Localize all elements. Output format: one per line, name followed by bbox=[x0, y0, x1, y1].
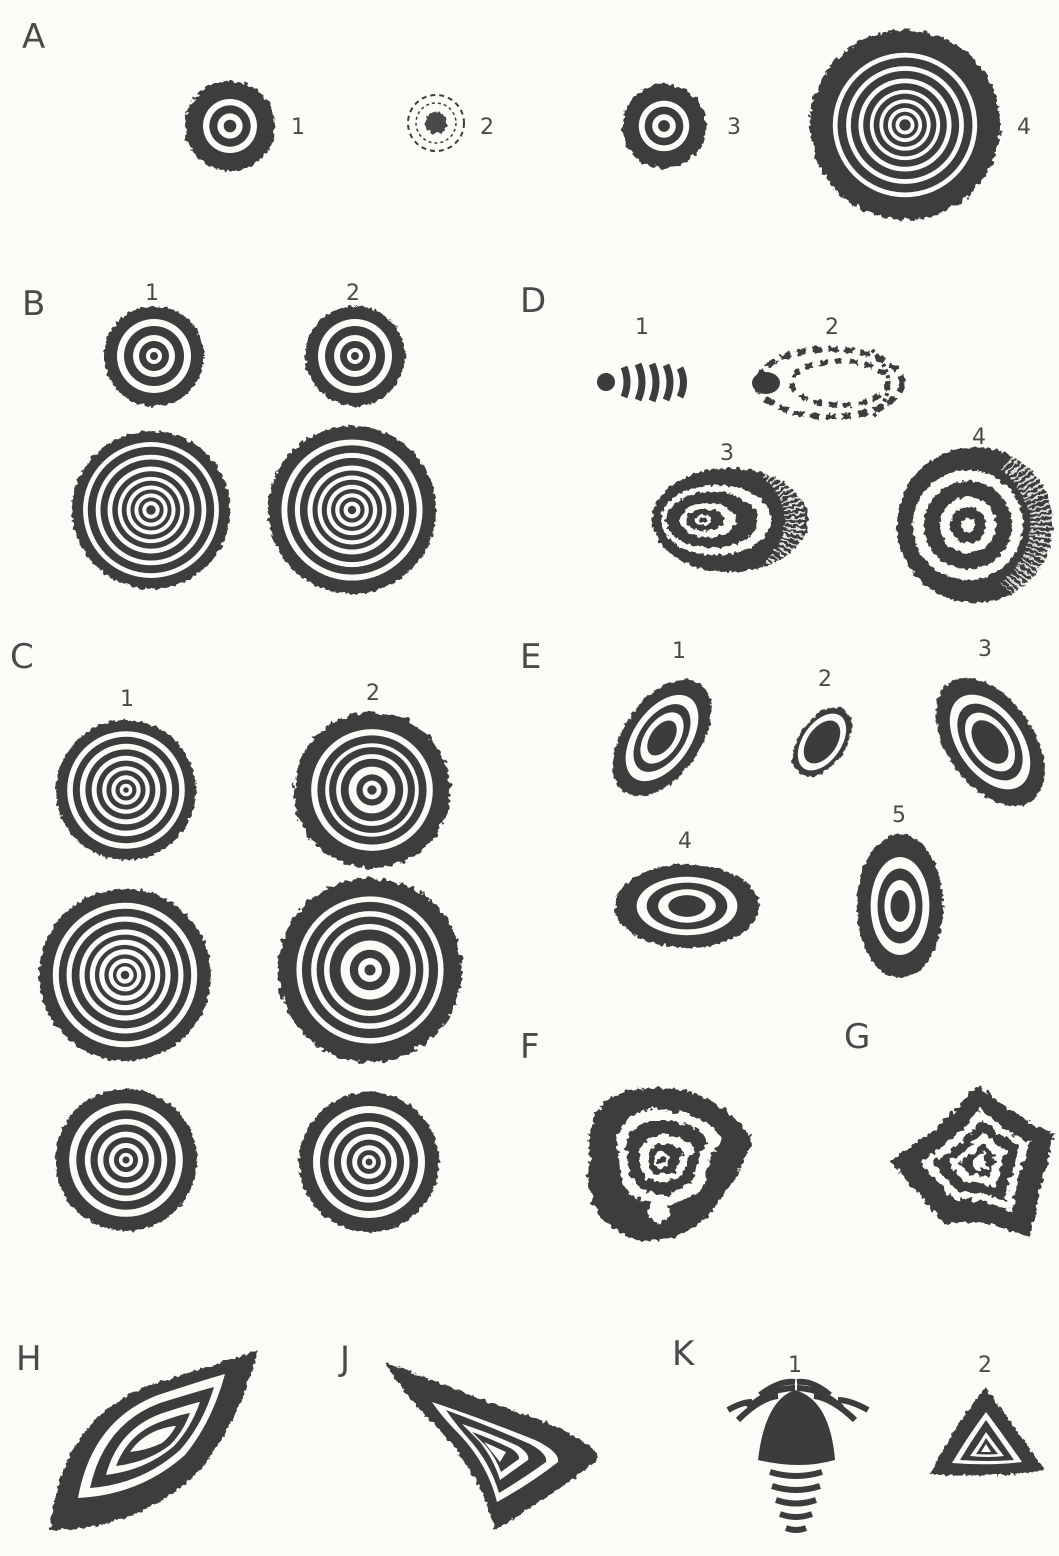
pattern-c2-middle bbox=[278, 878, 462, 1062]
panel-label-d: D bbox=[520, 281, 546, 321]
item-label-d3: 3 bbox=[720, 441, 734, 466]
pattern-c2-top bbox=[294, 712, 450, 868]
item-label-e1: 1 bbox=[672, 639, 686, 664]
item-label-e2: 2 bbox=[818, 667, 832, 692]
pattern-h bbox=[50, 1350, 258, 1530]
item-label-d2: 2 bbox=[825, 315, 839, 340]
pattern-b2-bottom bbox=[268, 426, 436, 594]
pattern-e4 bbox=[615, 864, 759, 948]
item-label-b2: 2 bbox=[346, 281, 360, 306]
pattern-g bbox=[890, 1085, 1055, 1238]
item-label-e4: 4 bbox=[678, 829, 692, 854]
pattern-d4 bbox=[897, 447, 1053, 603]
panel-label-h: H bbox=[16, 1339, 42, 1379]
panel-label-e: E bbox=[520, 637, 541, 677]
item-label-b1: 1 bbox=[145, 281, 159, 306]
concentric-patterns bbox=[39, 30, 1059, 1232]
item-label-c2: 2 bbox=[366, 681, 380, 706]
pattern-a2 bbox=[408, 95, 464, 151]
pattern-b1-top bbox=[104, 306, 204, 406]
pattern-e5 bbox=[857, 834, 943, 978]
pattern-c2-bottom bbox=[299, 1092, 439, 1232]
item-label-d4: 4 bbox=[972, 425, 986, 450]
pattern-e3 bbox=[913, 658, 1059, 826]
pattern-b2-top bbox=[305, 306, 405, 406]
pattern-e2 bbox=[780, 697, 863, 788]
pattern-b1-bottom bbox=[72, 431, 230, 589]
item-label-k1: 1 bbox=[788, 1353, 802, 1378]
pattern-k1 bbox=[728, 1382, 868, 1530]
pattern-d2 bbox=[752, 349, 902, 418]
item-label-a4: 4 bbox=[1017, 115, 1031, 140]
panel-label-b: B bbox=[22, 284, 45, 324]
panel-label-g: G bbox=[844, 1017, 870, 1057]
panel-label-c: C bbox=[10, 637, 34, 677]
item-label-e3: 3 bbox=[978, 637, 992, 662]
item-label-k2: 2 bbox=[978, 1353, 992, 1378]
pattern-k2 bbox=[930, 1388, 1045, 1475]
item-label-d1: 1 bbox=[635, 315, 649, 340]
pattern-c1-bottom bbox=[55, 1089, 197, 1231]
pattern-e1 bbox=[593, 662, 731, 814]
panel-label-k: K bbox=[672, 1334, 696, 1374]
panel-label-a: A bbox=[22, 17, 45, 57]
item-label-a2: 2 bbox=[480, 115, 494, 140]
pattern-c1-top bbox=[56, 720, 196, 860]
pattern-f bbox=[588, 1088, 752, 1241]
pattern-c1-middle bbox=[39, 889, 211, 1061]
panel-label-f: F bbox=[520, 1027, 540, 1067]
panel-label-j: J bbox=[338, 1339, 350, 1379]
item-label-a3: 3 bbox=[727, 115, 741, 140]
item-label-c1: 1 bbox=[120, 687, 134, 712]
pattern-a3 bbox=[622, 84, 706, 168]
pattern-d3 bbox=[652, 468, 808, 572]
pattern-j bbox=[385, 1362, 598, 1530]
item-label-e5: 5 bbox=[892, 803, 906, 828]
pattern-a1 bbox=[185, 81, 275, 171]
item-label-a1: 1 bbox=[291, 115, 305, 140]
pattern-d1 bbox=[597, 364, 684, 401]
pattern-a4 bbox=[810, 30, 1000, 220]
